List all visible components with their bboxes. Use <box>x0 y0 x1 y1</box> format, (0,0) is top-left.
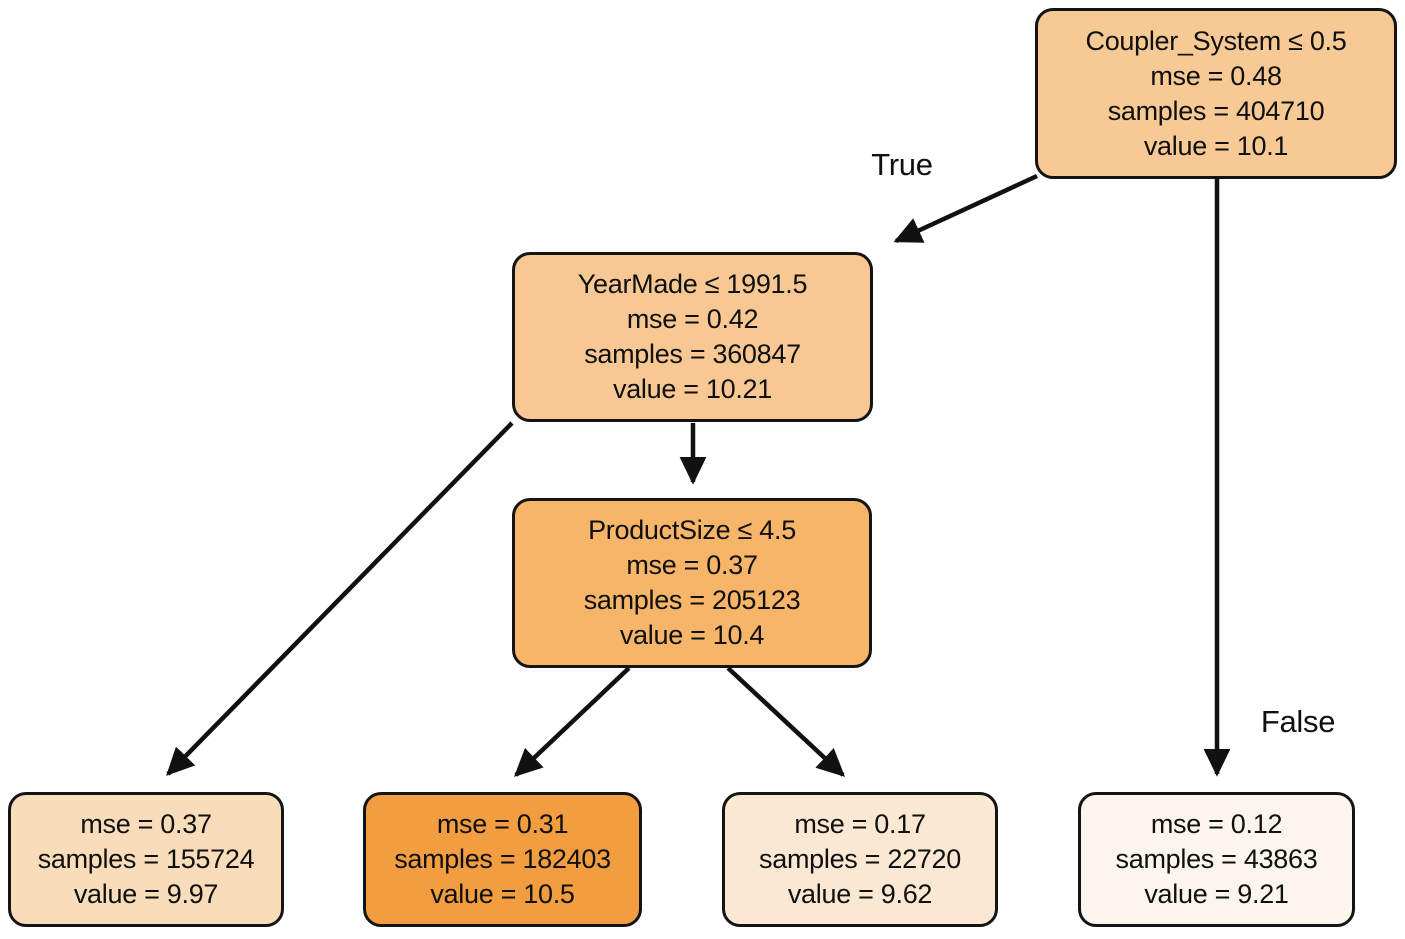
tree-leaf-4: mse = 0.12 samples = 43863 value = 9.21 <box>1078 792 1355 927</box>
node-value: value = 10.5 <box>430 879 575 909</box>
node-value: value = 10.4 <box>619 620 765 650</box>
node-condition: Coupler_System ≤ 0.5 <box>1085 25 1347 56</box>
tree-node-yearmade: YearMade ≤ 1991.5 mse = 0.42 samples = 3… <box>512 252 873 422</box>
node-mse: mse = 0.17 <box>794 809 926 839</box>
edge-root-true <box>893 173 1038 244</box>
node-value: value = 10.1 <box>1143 130 1289 161</box>
edge-label-false: False <box>1260 704 1336 739</box>
node-value: value = 10.21 <box>613 374 772 404</box>
node-samples: samples = 43863 <box>1115 844 1318 874</box>
node-samples: samples = 155724 <box>37 844 255 874</box>
edge-productsize-left-leaf <box>514 666 631 777</box>
edge-yearmade-left-leaf <box>166 421 514 776</box>
node-value: value = 9.62 <box>787 879 933 909</box>
node-mse: mse = 0.42 <box>626 304 759 334</box>
node-value: value = 9.21 <box>1144 879 1289 909</box>
tree-leaf-1: mse = 0.37 samples = 155724 value = 9.97 <box>8 792 284 927</box>
node-mse: mse = 0.12 <box>1150 809 1283 839</box>
node-condition: ProductSize ≤ 4.5 <box>588 515 796 545</box>
node-samples: samples = 22720 <box>759 844 961 874</box>
node-mse: mse = 0.48 <box>1150 60 1282 91</box>
node-samples: samples = 182403 <box>394 844 611 874</box>
tree-leaf-3: mse = 0.17 samples = 22720 value = 9.62 <box>722 792 998 927</box>
node-samples: samples = 205123 <box>583 585 801 615</box>
edge-label-true: True <box>871 147 933 182</box>
node-condition: YearMade ≤ 1991.5 <box>577 269 808 299</box>
edge-productsize-right-leaf <box>726 666 845 777</box>
node-mse: mse = 0.37 <box>80 809 212 839</box>
tree-leaf-2: mse = 0.31 samples = 182403 value = 10.5 <box>363 792 642 927</box>
tree-node-productsize: ProductSize ≤ 4.5 mse = 0.37 samples = 2… <box>512 498 872 668</box>
node-mse: mse = 0.37 <box>626 550 758 580</box>
node-samples: samples = 404710 <box>1107 95 1325 126</box>
node-value: value = 9.97 <box>73 879 219 909</box>
node-mse: mse = 0.31 <box>436 809 569 839</box>
tree-node-root: Coupler_System ≤ 0.5 mse = 0.48 samples … <box>1035 8 1397 179</box>
node-samples: samples = 360847 <box>584 339 801 369</box>
